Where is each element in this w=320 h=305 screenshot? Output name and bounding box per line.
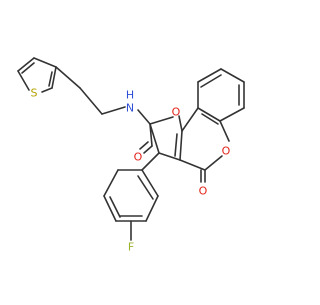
bond xyxy=(79,87,103,115)
bond xyxy=(41,87,53,93)
fluorine-atom-label: F xyxy=(128,241,134,254)
bond xyxy=(197,68,222,83)
bond xyxy=(181,107,199,132)
lactone-ring-oxygen-label: O xyxy=(222,145,231,158)
lactone-carbonyl-oxygen-label: O xyxy=(199,185,208,198)
bond xyxy=(139,141,149,150)
molecule-diagram: S N H O O O O F xyxy=(17,57,245,254)
amide-oxygen-label: O xyxy=(134,151,143,164)
bond xyxy=(17,70,30,91)
bond xyxy=(48,71,53,87)
bond xyxy=(178,115,183,132)
bond xyxy=(51,66,57,89)
bond xyxy=(101,106,126,115)
amide-nitrogen-label: N xyxy=(126,102,134,115)
bond xyxy=(219,107,245,122)
bond xyxy=(109,196,121,218)
bond xyxy=(158,152,181,161)
bond xyxy=(149,123,160,154)
bond xyxy=(103,169,119,197)
bond xyxy=(143,145,153,154)
bond xyxy=(197,107,221,122)
bond-lines xyxy=(17,57,245,241)
bond xyxy=(33,57,57,68)
bond xyxy=(137,175,154,200)
sulfur-atom-label: S xyxy=(31,87,38,100)
bond xyxy=(219,120,230,142)
atom-labels: S N H O O O O F xyxy=(31,87,231,254)
bond xyxy=(103,195,117,222)
bond xyxy=(141,169,159,197)
bond xyxy=(201,113,219,125)
bond xyxy=(21,62,35,74)
bond xyxy=(137,109,151,125)
bond xyxy=(145,195,159,222)
bond xyxy=(179,130,183,161)
structure-svg: S N H O O O O F xyxy=(17,57,245,254)
bond xyxy=(17,57,35,72)
bond xyxy=(141,152,160,171)
amide-hydrogen-label: H xyxy=(126,89,134,102)
bond xyxy=(149,116,174,125)
bond xyxy=(204,155,223,171)
bond xyxy=(200,74,222,88)
bond xyxy=(174,133,178,157)
bond xyxy=(179,159,206,171)
bond xyxy=(220,68,245,83)
furan-oxygen-label: O xyxy=(172,106,181,119)
bond xyxy=(55,66,81,89)
